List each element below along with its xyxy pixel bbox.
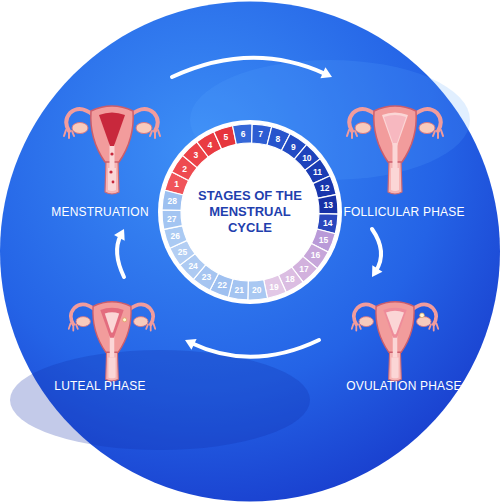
day-number: 3 [194, 150, 199, 160]
day-number: 10 [302, 153, 311, 163]
phase-node: OVULATION PHASE [324, 282, 484, 398]
day-number: 23 [202, 272, 211, 282]
day-segment [162, 190, 183, 210]
day-number: 21 [235, 285, 244, 295]
day-number: 17 [299, 264, 308, 274]
day-number: 2 [182, 164, 187, 174]
day-number: 18 [285, 274, 294, 284]
day-number: 28 [168, 196, 177, 206]
cycle-arrow [372, 229, 382, 277]
day-number: 19 [269, 282, 278, 292]
day-ring [162, 124, 338, 300]
day-number: 1 [174, 179, 179, 189]
cycle-arrow [114, 229, 125, 277]
phase-label: MENSTRUATION [20, 204, 180, 224]
phase-node: FOLLICULAR PHASE [324, 82, 484, 224]
day-number: 14 [323, 218, 332, 228]
day-number: 27 [167, 214, 176, 224]
day-number: 11 [313, 167, 322, 177]
day-number: 25 [178, 247, 187, 257]
day-number: 9 [291, 142, 296, 152]
day-number: 6 [241, 129, 246, 139]
day-number: 4 [208, 140, 213, 150]
uterus-luteal [69, 302, 155, 381]
day-number: 5 [224, 132, 229, 142]
phase-node: MENSTRUATION [20, 82, 180, 224]
day-number: 22 [217, 280, 226, 290]
cycle-arrow [185, 339, 319, 357]
day-number: 26 [171, 231, 180, 241]
day-segment [248, 280, 268, 300]
uterus-menstruation [64, 106, 160, 194]
uterus-ovulation [352, 302, 438, 381]
phase-label: LUTEAL PHASE [20, 378, 180, 398]
day-segment [233, 124, 253, 144]
phase-label: OVULATION PHASE [324, 378, 484, 398]
day-number: 13 [323, 200, 332, 210]
day-number: 8 [275, 134, 280, 144]
phase-node: LUTEAL PHASE [20, 282, 180, 398]
phase-label: FOLLICULAR PHASE [324, 204, 484, 224]
day-number: 24 [188, 261, 197, 271]
day-segment [162, 210, 182, 230]
background-shade [10, 350, 310, 450]
day-number: 15 [319, 235, 328, 245]
uterus-follicular [347, 106, 443, 194]
ring-rim [158, 120, 342, 304]
day-number: 16 [311, 250, 320, 260]
center-title: STAGES OF THE MENSTRUAL CYCLE [187, 188, 313, 236]
cycle-arrow [172, 58, 332, 79]
day-number: 12 [320, 183, 329, 193]
center-disc [183, 145, 317, 279]
day-segment [318, 195, 338, 215]
day-number: 7 [258, 129, 263, 139]
day-number: 20 [252, 285, 261, 295]
